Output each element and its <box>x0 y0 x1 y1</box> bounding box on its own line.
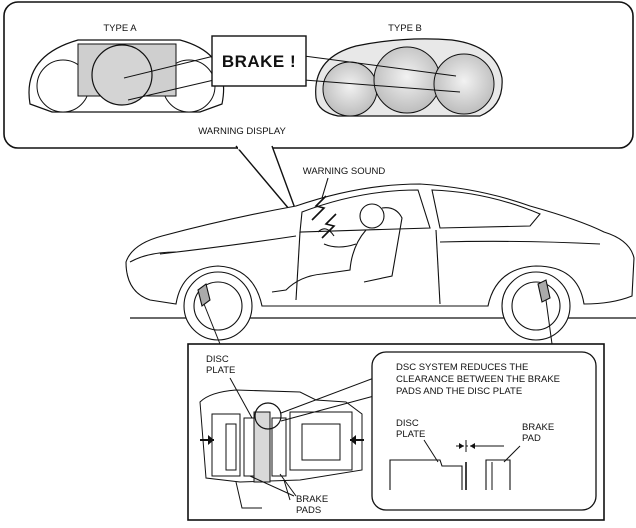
type-b-right-meter <box>433 53 495 115</box>
leader-rear-wheel <box>545 299 553 345</box>
front-window <box>299 189 431 233</box>
cluster-type-a: TYPE A <box>28 23 225 113</box>
driver-head <box>359 203 385 229</box>
inset-disc-leader <box>423 439 439 463</box>
leader-type-b <box>303 55 457 77</box>
sound-mark-2 <box>321 213 337 239</box>
driver-seat <box>363 207 403 283</box>
warning-display-label: WARNING DISPLAY <box>198 126 286 137</box>
clearance-inset <box>371 351 597 511</box>
inset-disc-label-line2: PLATE <box>396 429 425 440</box>
rear-window <box>431 189 541 229</box>
car-body <box>125 183 635 307</box>
zoom-leader-upper <box>280 377 375 414</box>
front-brake-caliper <box>197 283 211 307</box>
type-a-highlight-circle <box>91 44 153 106</box>
brake-warning-box <box>211 35 307 87</box>
cluster-type-b: TYPE B <box>315 23 503 117</box>
caliper-drawing <box>199 389 363 509</box>
brake-pads-leader-1 <box>249 475 295 497</box>
brake-detail-panel: DISC PLATE BRAKE PADS DSC SYSTEM REDUCES… <box>187 343 605 521</box>
inset-pad-leader <box>503 445 521 463</box>
inset-disc-profile <box>389 459 463 490</box>
disc-plate-label-line1: DISC <box>206 354 229 365</box>
type-a-label: TYPE A <box>103 23 137 34</box>
driver-body <box>271 229 367 293</box>
type-b-label: TYPE B <box>388 23 422 34</box>
leader-front-wheel <box>203 303 221 345</box>
warning-sound-label: WARNING SOUND <box>303 166 386 177</box>
type-b-center-meter <box>373 46 441 114</box>
disc-plate-label-line2: PLATE <box>206 365 235 376</box>
dsc-note-line2: CLEARANCE BETWEEN THE BRAKE <box>396 374 560 385</box>
brake-pads-label-line2: PADS <box>296 505 321 516</box>
brake-pads-label-line1: BRAKE <box>296 494 328 505</box>
leader-type-a <box>123 55 215 79</box>
disc-plate-leader <box>229 377 253 419</box>
caliper-zoom-circle <box>254 402 282 430</box>
warning-sound-leader <box>321 177 329 199</box>
inset-pad-label-line2: PAD <box>522 433 541 444</box>
inset-disc-label-line1: DISC <box>396 418 419 429</box>
dsc-note-line3: PADS AND THE DISC PLATE <box>396 386 522 397</box>
zoom-leader-lower <box>280 395 375 422</box>
sound-mark-1 <box>311 195 327 221</box>
dsc-note-line1: DSC SYSTEM REDUCES THE <box>396 362 528 373</box>
warning-display-callout: TYPE A TYPE B BRAKE ! WARNING DISPLAY <box>3 1 634 223</box>
brake-pad-shape-1 <box>271 417 287 477</box>
steering-wheel <box>317 228 335 237</box>
type-b-left-meter <box>322 61 378 117</box>
inset-pad-profile <box>485 459 511 490</box>
inset-pad-label-line1: BRAKE <box>522 422 554 433</box>
rear-brake-caliper <box>537 279 551 303</box>
brake-warning-text: BRAKE ! <box>222 52 296 71</box>
brake-pads-leader-2 <box>279 473 297 497</box>
car-illustration <box>125 177 636 341</box>
brake-pad-shape-2 <box>243 417 255 477</box>
